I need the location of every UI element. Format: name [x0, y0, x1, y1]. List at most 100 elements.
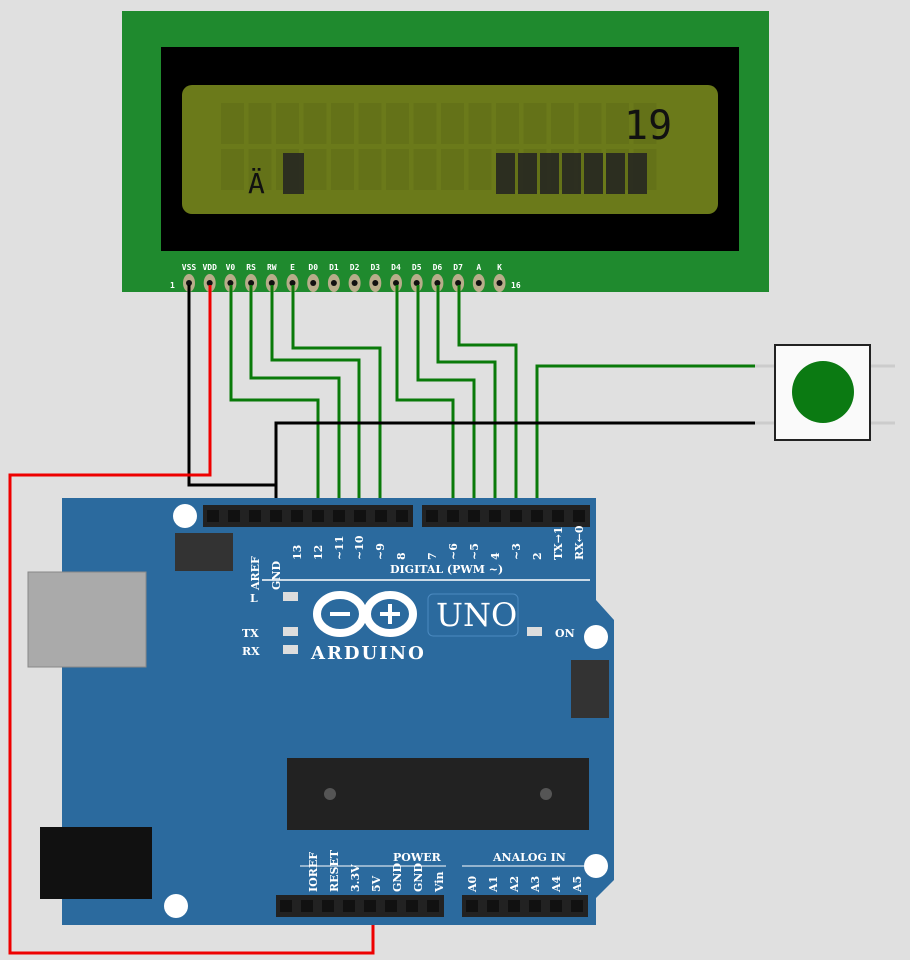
header-power	[276, 895, 444, 917]
digital-pin-label: ~3	[510, 543, 523, 560]
header-pin[interactable]	[322, 900, 334, 912]
lcd-cell	[578, 103, 602, 144]
lcd-obstacle-char	[496, 153, 515, 194]
led-tx	[283, 627, 298, 636]
header-pin[interactable]	[343, 900, 355, 912]
pushbutton[interactable]	[755, 344, 895, 441]
digital-pin-label: 4	[489, 552, 502, 560]
digital-pin-label: ~9	[374, 543, 387, 560]
wire-v0	[229, 285, 320, 515]
header-pin[interactable]	[426, 510, 438, 522]
lcd-cell	[606, 103, 629, 144]
lcd-cell	[496, 103, 519, 144]
pin-number-first: 1	[170, 281, 175, 290]
led-tx-label: TX	[242, 627, 259, 640]
arduino-label: ARDUINO	[310, 643, 426, 664]
lcd-obstacles	[496, 153, 647, 194]
analog-pin-label: A3	[529, 876, 542, 893]
atmega-chip	[287, 758, 589, 830]
led-l-label: L	[250, 592, 258, 605]
power-pin-label: GND	[412, 863, 425, 892]
header-pin[interactable]	[531, 510, 543, 522]
header-pin[interactable]	[466, 900, 478, 912]
header-pin[interactable]	[228, 510, 240, 522]
wire-rs	[249, 285, 341, 515]
power-pin-label: IOREF	[307, 852, 320, 892]
lcd-cell	[441, 149, 464, 190]
header-pin[interactable]	[312, 510, 324, 522]
digital-pin-label: 7	[426, 552, 439, 560]
pin-number-last: 16	[511, 281, 521, 290]
lcd-cell	[221, 103, 244, 144]
header-pin[interactable]	[396, 510, 408, 522]
header-pin[interactable]	[510, 510, 522, 522]
lcd-pin-label: D4	[391, 263, 401, 272]
led-on	[527, 627, 542, 636]
digital-label: DIGITAL (PWM ~)	[390, 563, 503, 576]
lcd-cell	[358, 149, 382, 190]
wire-d7	[457, 285, 518, 515]
digital-pin-label: ~10	[353, 535, 366, 560]
header-pin[interactable]	[280, 900, 292, 912]
digital-pin-label: ~5	[468, 543, 481, 560]
led-l	[283, 592, 298, 601]
header-pin[interactable]	[508, 900, 520, 912]
digital-pin-label: 8	[395, 552, 408, 560]
analog-pin-label: A0	[466, 875, 479, 893]
header-pin[interactable]	[385, 900, 397, 912]
header-pin[interactable]	[249, 510, 261, 522]
lcd-cell	[413, 149, 437, 190]
header-pin[interactable]	[468, 510, 480, 522]
lcd-pin-label: D3	[370, 263, 380, 272]
header-pin[interactable]	[333, 510, 345, 522]
wire-e	[291, 285, 382, 515]
header-pin[interactable]	[447, 510, 459, 522]
lcd-pin-label: D2	[350, 263, 360, 272]
lcd-cell	[303, 149, 327, 190]
header-pin[interactable]	[427, 900, 439, 912]
wire-vdd-5v	[8, 285, 375, 955]
header-pin[interactable]	[487, 900, 499, 912]
lcd-cell	[468, 103, 492, 144]
power-jack	[40, 827, 152, 899]
lcd-obstacle-char	[540, 153, 559, 194]
header-pin[interactable]	[489, 510, 501, 522]
header-analog	[462, 895, 588, 917]
lcd-pin-label: VSS	[182, 263, 197, 272]
analog-label: ANALOG IN	[492, 851, 566, 864]
header-pin[interactable]	[364, 900, 376, 912]
header-pin[interactable]	[571, 900, 583, 912]
digital-pin-label: ~11	[333, 535, 346, 560]
header-pin[interactable]	[552, 510, 564, 522]
wires	[8, 285, 760, 955]
digital-pin-label: 13	[291, 545, 304, 560]
usb-port	[27, 571, 147, 668]
header-pin[interactable]	[270, 510, 282, 522]
wire-button-pin2	[535, 364, 760, 515]
power-pin-label: GND	[391, 863, 404, 892]
digital-pin-label: TX→1	[552, 526, 565, 560]
header-pin[interactable]	[573, 510, 585, 522]
led-rx	[283, 645, 298, 654]
header-pin[interactable]	[301, 900, 313, 912]
digital-pin-label: GND	[270, 561, 283, 590]
lcd-pin-label: K	[497, 263, 502, 272]
header-pin[interactable]	[529, 900, 541, 912]
lcd-cell	[303, 103, 327, 144]
header-pin[interactable]	[406, 900, 418, 912]
lcd-cell	[331, 103, 354, 144]
header-pin[interactable]	[291, 510, 303, 522]
analog-pin-label: A5	[571, 876, 584, 893]
header-pin[interactable]	[354, 510, 366, 522]
button-cap[interactable]	[792, 361, 854, 423]
lcd-pin-label: D6	[433, 263, 443, 272]
header-pin[interactable]	[375, 510, 387, 522]
header-pin[interactable]	[207, 510, 219, 522]
analog-pin-label: A4	[550, 875, 563, 893]
header-pin[interactable]	[550, 900, 562, 912]
lcd-obstacle-char	[628, 153, 647, 194]
lcd-cell	[248, 149, 272, 190]
